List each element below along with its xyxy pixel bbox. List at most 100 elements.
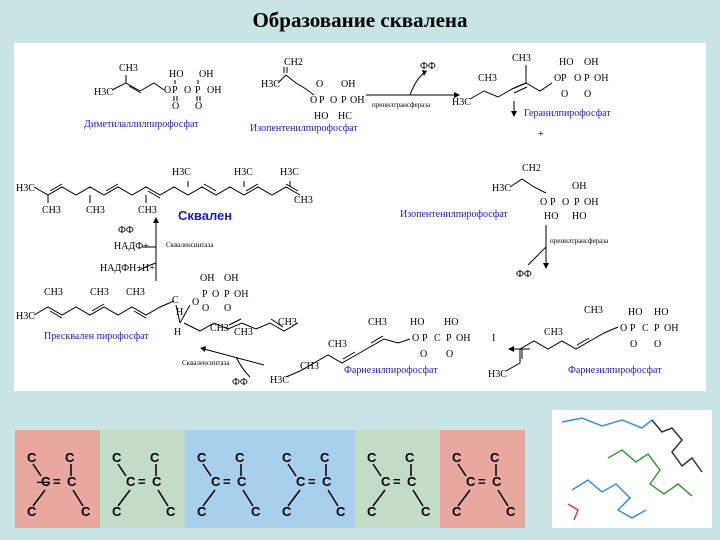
double-bond-label: = xyxy=(393,474,401,489)
ho-label: HO xyxy=(628,307,642,318)
h3c-label: H3C xyxy=(234,167,253,178)
bond-line xyxy=(372,463,382,477)
carbon-label: C xyxy=(27,450,37,465)
h-label: H xyxy=(176,307,183,318)
model-chain-blue-2 xyxy=(571,479,647,519)
step-4-arrows: ФФ НАДФ+ НАДФН+Н+ Скваленсинтаза xyxy=(100,217,214,281)
presqualene-molecule: CH3 CH3 CH3 H3C C H H O P O P OH OH OH O… xyxy=(16,273,299,342)
p-label: P xyxy=(446,333,452,344)
squalene-label: Сквален xyxy=(178,208,232,223)
carbon-label: C xyxy=(152,474,162,489)
carbon-label: C xyxy=(65,450,75,465)
carbon-label: C xyxy=(367,504,377,519)
o-label: O xyxy=(212,289,219,300)
carbon-label: C xyxy=(381,474,391,489)
ch3-label: CH3 xyxy=(368,317,387,328)
o-label: O xyxy=(195,101,202,112)
carbon-label: C xyxy=(112,504,122,519)
o-label: O xyxy=(562,197,569,208)
hc-label: HC xyxy=(338,111,352,122)
plus-sign: + xyxy=(538,129,544,140)
oh-label: OH xyxy=(584,197,598,208)
carbon-label: C xyxy=(490,450,500,465)
o-label: O xyxy=(554,73,561,84)
o-label: O xyxy=(540,197,547,208)
ho-label: HO xyxy=(654,307,668,318)
ho-label: HO xyxy=(444,317,458,328)
bond-line xyxy=(287,463,297,477)
bond-line xyxy=(117,463,127,477)
h3c-label: H3C xyxy=(488,369,507,380)
ho-label: HO xyxy=(544,211,558,222)
ch3-label: CH3 xyxy=(119,63,138,74)
p-label: P xyxy=(202,289,208,300)
ch3-label: CH3 xyxy=(512,53,531,64)
ch3-label: CH3 xyxy=(478,73,497,84)
carbon-label: C xyxy=(421,504,431,519)
model-chain-dark xyxy=(651,419,703,473)
ch3-label: CH3 xyxy=(544,327,563,338)
ff-label: ФФ xyxy=(516,269,532,280)
bond-line xyxy=(117,489,131,507)
carbon-label: C xyxy=(322,474,332,489)
bond-line xyxy=(242,489,254,507)
enzyme-label: Скваленсинтаза xyxy=(166,241,214,249)
c-label: C xyxy=(172,295,179,306)
isoprene-band xyxy=(355,430,440,528)
ho-label: HO xyxy=(169,69,183,80)
model-chain-green xyxy=(607,449,693,497)
bond-dash: — xyxy=(37,474,50,489)
o-label: O xyxy=(184,85,191,96)
carbon-label: C xyxy=(150,450,160,465)
carbon-label: C xyxy=(41,474,51,489)
ch3-label: CH3 xyxy=(126,287,145,298)
gpp-molecule: CH3 CH3 H3C O P O P OH HO OH O O Геранил… xyxy=(452,53,611,140)
h3c-label: H3C xyxy=(492,183,511,194)
ch3-label: CH3 xyxy=(234,327,253,338)
ch3-label: CH3 xyxy=(44,287,63,298)
squalene-molecule: H3C CH3 CH3 CH3 H3C H3C H3C CH3 Сквален xyxy=(16,167,313,223)
h3c-label: H3C xyxy=(172,167,191,178)
c-label: C xyxy=(642,323,649,334)
step-3-arrows: Скваленсинтаза ФФ xyxy=(182,346,265,388)
double-bond-label: = xyxy=(138,474,146,489)
p-label: P xyxy=(422,333,428,344)
fpp2-label: Фарнезилпирофосфат xyxy=(568,365,662,376)
o-label: O xyxy=(316,79,323,90)
ch3-label: CH3 xyxy=(584,305,603,316)
p-label: P xyxy=(574,197,580,208)
bond-line xyxy=(157,489,169,507)
p-label: P xyxy=(584,73,590,84)
nadfh-label: НАДФН+Н+ xyxy=(100,263,155,274)
oh-label: OH xyxy=(350,95,364,106)
reaction-scheme: CH3 H3C O HO P O P OH OH O O Диметилалли… xyxy=(14,43,706,391)
p-label: P xyxy=(550,197,556,208)
bond-line xyxy=(32,489,46,507)
bond-line xyxy=(32,463,42,477)
oh-label: OH xyxy=(584,57,598,68)
carbon-label: C xyxy=(67,474,77,489)
bond-line xyxy=(497,489,509,507)
carbon-label: C xyxy=(282,450,292,465)
bond-line xyxy=(372,489,386,507)
bond-line xyxy=(287,489,301,507)
o-label: O xyxy=(574,73,581,84)
carbon-label: C xyxy=(197,504,207,519)
isoprene-band xyxy=(100,430,185,528)
ho-label: HO xyxy=(559,57,573,68)
carbon-label: C xyxy=(237,474,247,489)
nadf-label: НАДФ+ xyxy=(114,241,149,252)
carbon-label: C xyxy=(251,504,261,519)
carbon-label: C xyxy=(282,504,292,519)
o-label: O xyxy=(630,339,637,350)
oh-label: OH xyxy=(234,289,248,300)
oh-label: OH xyxy=(594,73,608,84)
oh-label: OH xyxy=(200,273,214,284)
p-label: P xyxy=(172,85,178,96)
o-label: O xyxy=(192,297,199,308)
carbon-label: C xyxy=(112,450,122,465)
carbon-label: C xyxy=(27,504,37,519)
gpp-label: Геранилпирофосфат xyxy=(524,108,611,119)
oh-label: OH xyxy=(341,79,355,90)
ipp-label: Изопентенилпирофосфат xyxy=(250,123,358,134)
